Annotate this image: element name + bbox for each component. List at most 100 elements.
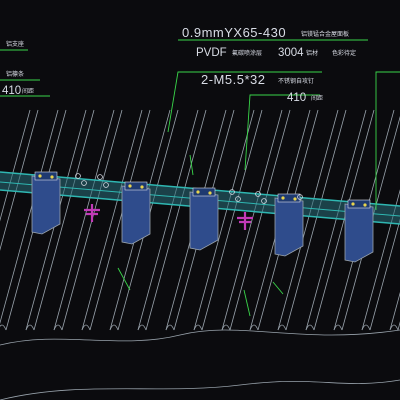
panel-rib-line xyxy=(53,109,115,331)
slope-arrows xyxy=(117,154,284,317)
panel-rib-seam xyxy=(193,324,203,331)
slope-arrow-3 xyxy=(272,281,284,295)
fastener-dot xyxy=(363,203,367,207)
callout-left: 铝支座 铝檩条 410 间距 xyxy=(2,40,34,97)
panel-rib-line xyxy=(305,109,367,331)
fastener-dot xyxy=(140,185,144,189)
pitch-cn: 间距 xyxy=(311,94,323,102)
support-cap xyxy=(347,199,371,209)
panel-rib-seam xyxy=(249,324,259,331)
panel-bottom-edge xyxy=(0,329,400,346)
panel-rib-line xyxy=(0,109,31,222)
color-cn: 色彩待定 xyxy=(332,49,356,57)
fastener-hole xyxy=(97,174,103,180)
panel-rib-line xyxy=(193,109,255,331)
panel-rib-line xyxy=(0,109,39,251)
support-bracket xyxy=(121,185,151,245)
fastener-hole xyxy=(261,198,267,204)
fastener-hole xyxy=(255,191,261,197)
fastener-hole xyxy=(297,194,303,200)
panel-rib-line xyxy=(0,109,59,325)
left-lower-cn: 间距 xyxy=(22,87,34,95)
fastener-dot xyxy=(128,184,132,188)
leader-lines xyxy=(0,39,400,210)
slope-arrow-2 xyxy=(243,289,251,317)
alloy-cn: 铝材 xyxy=(306,49,318,57)
alloy-text: 3004 xyxy=(278,47,304,59)
panel-rib-line xyxy=(201,109,263,331)
fastener-spec-text: 2-M5.5*32 xyxy=(201,72,265,87)
panel-rib-line xyxy=(81,109,143,331)
support-cap xyxy=(192,187,216,197)
slope-arrow-4 xyxy=(189,154,194,176)
aluminum-supports xyxy=(31,171,374,263)
callout-panel-spec: 0.9mmYX65-430 铝镁锰合金屋面板 xyxy=(182,25,349,40)
support-cap xyxy=(277,193,301,203)
fastener-dot xyxy=(293,197,297,201)
panel-rib-line xyxy=(229,109,291,331)
panel-rib-seam xyxy=(137,324,147,331)
panel-spec-text: 0.9mmYX65-430 xyxy=(182,25,286,40)
panel-rib-seam xyxy=(277,324,287,331)
fastener-hole xyxy=(81,180,87,186)
fastener-dot xyxy=(196,190,200,194)
leader-fastener xyxy=(244,94,320,171)
fastener-points xyxy=(75,173,303,204)
pitch-text: 410 xyxy=(287,92,306,104)
fastener-dot xyxy=(38,174,42,178)
panel-spec-cn: 铝镁锰合金屋面板 xyxy=(301,30,349,38)
fastener-hole xyxy=(235,196,241,202)
panel-rib-seam xyxy=(221,324,231,331)
coating-text: PVDF xyxy=(196,47,227,59)
leader-panel xyxy=(167,71,322,133)
panel-rib-line xyxy=(277,109,339,331)
panel-rib-seam xyxy=(333,324,343,331)
panel-rib-seam xyxy=(165,324,175,331)
fastener-dot xyxy=(208,191,212,195)
slope-arrow-1 xyxy=(117,267,131,291)
left-upper-cn: 铝支座 xyxy=(6,40,24,48)
panel-rib-seam xyxy=(361,324,371,331)
panel-front-edge xyxy=(0,379,400,400)
panel-rib-line xyxy=(89,109,151,331)
panel-rib-seam xyxy=(389,324,399,331)
panel-rib-line xyxy=(313,109,375,331)
panel-rib-seam xyxy=(109,324,119,331)
panel-clip xyxy=(84,204,100,222)
fastener-cn: 不锈钢自攻钉 xyxy=(278,77,314,85)
panel-clip xyxy=(237,212,253,230)
panel-rib-line xyxy=(221,109,283,331)
roof-panel-ribs xyxy=(0,109,400,400)
support-bracket xyxy=(344,203,374,263)
left-middle-cn: 铝檩条 xyxy=(6,70,24,78)
fastener-hole xyxy=(103,182,109,188)
panel-rib-seam xyxy=(25,324,35,331)
panel-rib-line xyxy=(137,109,199,331)
panel-clips xyxy=(84,204,253,230)
fastener-hole xyxy=(75,173,81,179)
callout-coating: PVDF 氟碳喷涂层 3004 铝材 色彩待定 xyxy=(196,47,356,59)
support-bracket xyxy=(31,175,61,235)
left-lower-value: 410 xyxy=(2,85,21,97)
fastener-dot xyxy=(50,175,54,179)
panel-rib-seam xyxy=(305,324,315,331)
fastener-hole xyxy=(229,189,235,195)
panel-rib-seam xyxy=(81,324,91,331)
panel-rib-line xyxy=(285,109,347,331)
fastener-dot xyxy=(281,196,285,200)
panel-rib-line xyxy=(145,109,207,331)
leader-right xyxy=(375,71,400,210)
panel-rib-seam xyxy=(53,324,63,331)
panel-rib-line xyxy=(369,218,400,331)
support-bracket xyxy=(274,197,304,257)
fastener-dot xyxy=(351,202,355,206)
panel-rib-seam xyxy=(0,324,7,331)
callout-fastener: 2-M5.5*32 不锈钢自攻钉 410 间距 xyxy=(201,72,323,104)
support-bracket xyxy=(189,191,219,251)
panel-rib-line xyxy=(33,109,95,331)
support-cap xyxy=(34,171,58,181)
coating-cn: 氟碳喷涂层 xyxy=(232,49,262,57)
support-cap xyxy=(124,181,148,191)
